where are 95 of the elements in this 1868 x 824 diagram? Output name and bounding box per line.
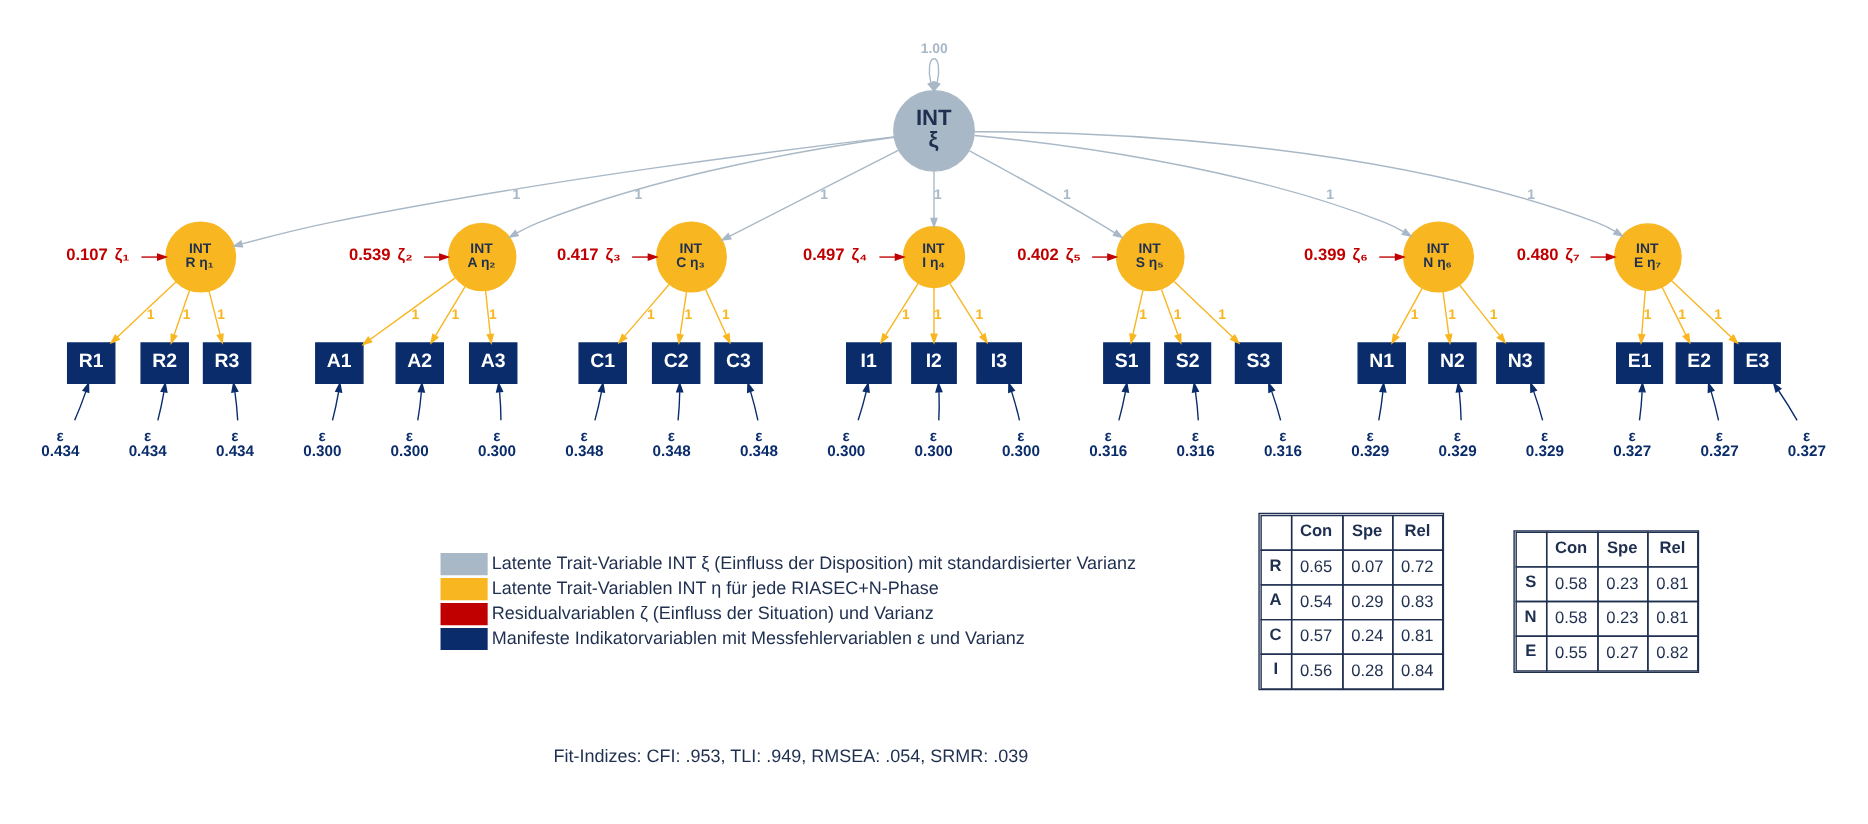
- node-text: ε: [929, 426, 938, 445]
- node-label: 0.434: [128, 441, 167, 460]
- label: C: [1269, 622, 1282, 643]
- node-text: ε: [1628, 426, 1636, 445]
- node-text: ε: [755, 426, 763, 445]
- label: Fit-Indizes: CFI: .953, TLI: .949, RMSEA: .054, SRMR: .039: [553, 745, 1029, 766]
- node-label: 0.300: [914, 441, 953, 460]
- node-text: ε: [1017, 426, 1025, 445]
- node-label: 0.434: [41, 441, 80, 460]
- label: 0.07: [1351, 554, 1384, 575]
- node-text: ε: [1191, 426, 1200, 445]
- legend-label: Latente Trait-Variable INT ξ (Einfluss der Disposition) mit standardisierter Varianz: [491, 551, 1137, 572]
- node-label: 0.300: [303, 441, 342, 460]
- node-label: 0.327: [1700, 441, 1739, 460]
- label: I: [1273, 657, 1279, 678]
- node-text: ε: [1366, 426, 1374, 445]
- node-text: ζ₆: [1352, 242, 1368, 263]
- node-text: ε: [405, 426, 414, 445]
- node-label: 0.348: [652, 441, 691, 460]
- node-label: 0.327: [1787, 441, 1826, 460]
- label: S: [1525, 570, 1537, 591]
- label: N: [1524, 604, 1537, 625]
- node-label: 0.348: [565, 441, 604, 460]
- label: R: [1269, 553, 1282, 574]
- node-label: 0.329: [1351, 441, 1390, 460]
- node-label: 0.327: [1613, 441, 1652, 460]
- legend-label: Latente Trait-Variablen INT η für jede RIASEC+N-Phase: [491, 576, 939, 597]
- node-text: ζ₅: [1065, 242, 1081, 263]
- label: 0.28: [1351, 658, 1384, 679]
- node-text: ε: [1803, 426, 1811, 445]
- node-text: ε: [318, 426, 326, 445]
- node-label: 0.316: [1089, 441, 1128, 460]
- label: 0.58: [1554, 606, 1588, 627]
- label: Con: [1554, 535, 1588, 556]
- node-text: ε: [1279, 426, 1287, 445]
- label: 0.23: [1606, 606, 1639, 627]
- node-text: ε: [580, 426, 588, 445]
- label: 0.82: [1656, 640, 1689, 661]
- node-label: 0.329: [1438, 441, 1477, 460]
- label: 0.24: [1351, 624, 1384, 645]
- label: Spe: [1351, 518, 1383, 539]
- label: 0.65: [1299, 554, 1333, 575]
- label: 0.81: [1656, 606, 1689, 627]
- legend-label: Manifeste Indikatorvariablen mit Messfehlervariablen ε und Varianz: [491, 626, 1025, 647]
- label: 0.55: [1554, 640, 1588, 661]
- label: 0.29: [1351, 589, 1384, 610]
- node-label: 0.434: [215, 441, 255, 460]
- node-text: ζ₃: [605, 242, 621, 263]
- label: A: [1269, 588, 1282, 609]
- node-text: ε: [143, 426, 152, 445]
- label: Spe: [1606, 535, 1638, 556]
- node-text: ζ₄: [851, 242, 868, 263]
- label: 0.72: [1401, 554, 1434, 575]
- node-text: ε: [842, 426, 850, 445]
- node-label: 0.300: [477, 441, 517, 460]
- node-label: 0.402: [1017, 242, 1059, 263]
- node-label: 0.497: [803, 242, 845, 263]
- node-label: 0.107: [66, 242, 108, 263]
- node-text: ζ₁: [114, 242, 130, 263]
- node-label: 0.316: [1263, 441, 1302, 460]
- label: 0.81: [1401, 624, 1434, 645]
- label: Rel: [1659, 535, 1686, 556]
- label: 0.83: [1401, 589, 1434, 610]
- label: E: [1525, 639, 1537, 660]
- label: 0.58: [1554, 571, 1588, 592]
- node-text: ε: [56, 426, 64, 445]
- node-label: 0.300: [1001, 441, 1041, 460]
- node-text: ε: [1541, 426, 1549, 445]
- node-text: ζ₇: [1565, 242, 1580, 263]
- label: Rel: [1404, 518, 1431, 539]
- node-text: ε: [667, 426, 676, 445]
- label: 0.81: [1656, 571, 1689, 592]
- node-label: 0.399: [1304, 242, 1346, 263]
- node-label: 0.316: [1176, 441, 1215, 460]
- node-text: ζ₂: [397, 242, 413, 263]
- node-label: 0.480: [1516, 242, 1559, 263]
- label: 0.23: [1606, 571, 1639, 592]
- node-text: ε: [1104, 426, 1112, 445]
- label: Con: [1299, 518, 1333, 539]
- node-text: ε: [1715, 426, 1724, 445]
- node-text: ε: [1453, 426, 1462, 445]
- node-label: 0.348: [739, 441, 779, 460]
- label: 0.54: [1299, 589, 1333, 610]
- label: 0.27: [1606, 640, 1639, 661]
- node-label: 0.329: [1525, 441, 1564, 460]
- node-label: 0.300: [390, 441, 429, 460]
- label: 0.57: [1299, 624, 1333, 645]
- node-text: ε: [231, 426, 239, 445]
- legend-label: Residualvariablen ζ (Einfluss der Situation) und Varianz: [491, 601, 934, 622]
- node-label: 0.417: [556, 242, 599, 263]
- node-label: 0.539: [349, 242, 391, 263]
- label: 0.56: [1299, 658, 1333, 679]
- label: 0.84: [1401, 658, 1434, 679]
- node-text: ε: [493, 426, 501, 445]
- node-label: 0.300: [827, 441, 866, 460]
